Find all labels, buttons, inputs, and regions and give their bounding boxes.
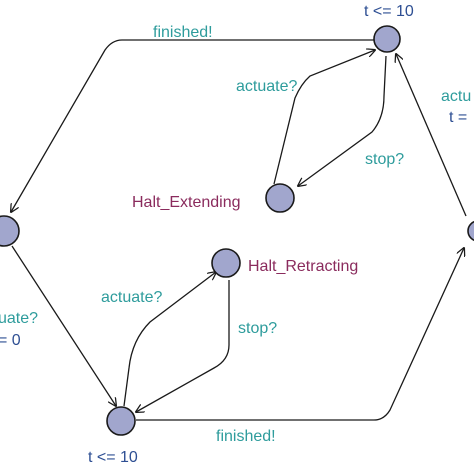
location-name-halt-retracting: Halt_Retracting (248, 258, 358, 275)
location-top-right (373, 25, 401, 53)
edge-left-to-bottom (11, 245, 116, 406)
location-halt-extending (265, 183, 295, 213)
edge-actuate-upper (273, 50, 375, 185)
sync-label-stop-lower: stop? (238, 320, 277, 337)
location-right-partial (467, 220, 474, 242)
edge-right-to-top (396, 54, 467, 217)
edge-finished-bottom (136, 248, 464, 421)
location-halt-retracting (211, 248, 241, 278)
location-left (0, 215, 20, 247)
location-bottom (106, 406, 136, 436)
edge-finished-top (11, 39, 374, 212)
sync-label-stop-upper: stop? (365, 151, 404, 168)
sync-label-finished-bottom: finished! (216, 428, 276, 445)
invariant-label-bottom: t <= 10 (88, 449, 138, 466)
edge-stop-upper (298, 55, 387, 186)
edge-stop-lower (136, 280, 230, 412)
sync-label-actuate-upper: actuate? (236, 78, 297, 95)
sync-label-finished-top: finished! (153, 24, 213, 41)
sync-label-actuate-left-partial: uate? (0, 310, 38, 327)
location-name-halt-extending: Halt_Extending (132, 194, 241, 211)
sync-label-actuate-lower: actuate? (101, 289, 162, 306)
sync-label-actuate-right-partial: actu (441, 88, 471, 105)
assignment-label-left-partial: = 0 (0, 332, 21, 349)
assignment-label-right-partial: t = (449, 109, 467, 126)
edge-actuate-lower (123, 272, 216, 407)
invariant-label-top: t <= 10 (364, 3, 414, 20)
